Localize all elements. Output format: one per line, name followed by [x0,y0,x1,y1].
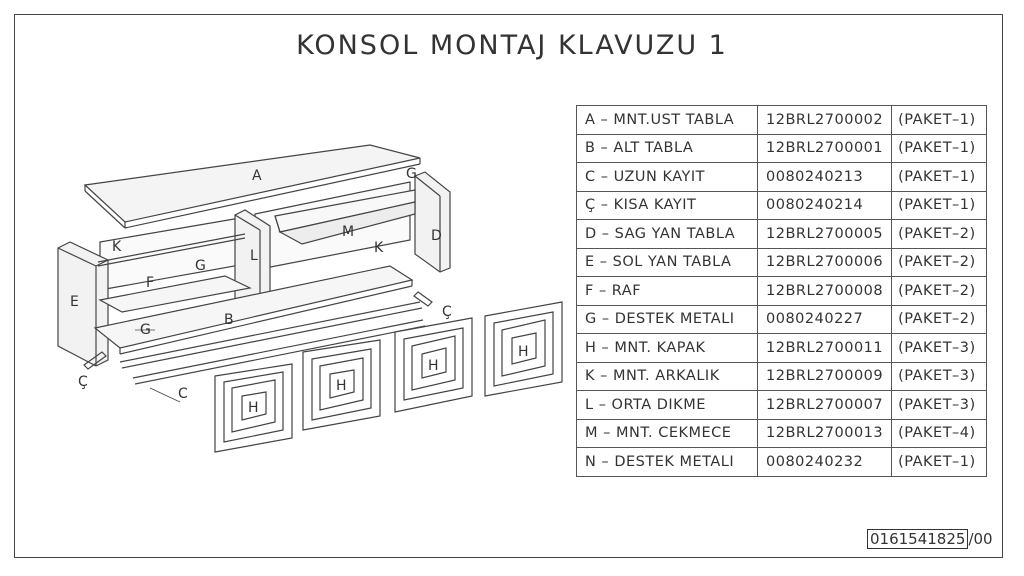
part-code: 12BRL2700001 [756,133,893,163]
label-k-right: K [374,240,384,256]
document-number-code: 0161541825 [867,529,969,549]
label-f: F [146,275,154,291]
label-g-top: G [195,258,206,274]
part-code: 12BRL2700006 [756,247,893,277]
label-e: E [70,294,79,310]
part-name: Ç – KISA KAYIT [576,190,758,220]
long-rail-c-1 [119,301,421,363]
document-revision: /00 [968,530,993,548]
door-panel-h-1 [214,363,293,453]
part-package: (PAKET–2) [891,247,988,277]
part-name: L – ORTA DIKME [576,390,758,420]
label-g-right: G [406,166,417,182]
part-name: C – UZUN KAYIT [576,162,758,192]
part-code: 0080240214 [756,190,893,220]
part-name: E – SOL YAN TABLA [576,247,758,277]
label-h-2: H [336,378,347,394]
part-code: 0080240232 [756,447,893,477]
support-rail-g-top [97,233,246,263]
part-code: 12BRL2700009 [756,361,893,391]
part-package: (PAKET–1) [891,105,988,135]
part-name: M – MNT. CEKMECE [576,418,758,448]
door-panel-h-3 [394,317,473,413]
door-panel-h-4 [484,301,563,397]
label-h-1: H [248,400,259,416]
part-name: B – ALT TABLA [576,133,758,163]
label-h-4: H [518,344,529,360]
label-c: C [178,386,188,402]
part-package: (PAKET–4) [891,418,988,448]
side-panel-d [414,171,451,273]
side-panel-e [57,241,109,367]
page-title: KONSOL MONTAJ KLAVUZU 1 [296,30,728,61]
part-name: H – MNT. KAPAK [576,333,758,363]
short-rail-c-cedilla-left [83,351,107,370]
shelf-f [98,275,252,313]
part-code: 0080240213 [756,162,893,192]
label-g-bottom: G [140,322,151,338]
label-d: D [431,228,442,244]
drawing-sheet-border [14,14,1003,558]
part-package: (PAKET–1) [891,190,988,220]
part-package: (PAKET–2) [891,219,988,249]
label-b: B [224,312,234,328]
label-h-3: H [428,358,439,374]
label-m: M [342,224,354,240]
door-panel-h-2 [302,339,381,431]
part-name: K – MNT. ARKALIK [576,361,758,391]
part-code: 12BRL2700011 [756,333,893,363]
part-package: (PAKET–1) [891,162,988,192]
part-name: A – MNT.UST TABLA [576,105,758,135]
label-c-cedilla-left: Ç [78,374,88,390]
exploded-assembly-drawing: A K K G F L M D G E G B Ç Ç C H H H H [57,144,563,453]
part-code: 12BRL2700005 [756,219,893,249]
part-code: 12BRL2700007 [756,390,893,420]
part-name: N – DESTEK METALI [576,447,758,477]
part-name: G – DESTEK METALI [576,304,758,334]
part-code: 12BRL2700013 [756,418,893,448]
part-code: 12BRL2700002 [756,105,893,135]
short-rail-c-cedilla-right [413,291,433,307]
part-code: 0080240227 [756,304,893,334]
label-c-cedilla-right: Ç [442,304,452,320]
part-name: F – RAF [576,276,758,306]
label-l: L [250,248,258,264]
part-package: (PAKET–2) [891,304,988,334]
part-name: D – SAG YAN TABLA [576,219,758,249]
part-package: (PAKET–1) [891,447,988,477]
document-number: 0161541825/00 [867,529,993,549]
label-k-left: K [112,239,122,255]
part-package: (PAKET–3) [891,390,988,420]
label-a: A [252,168,262,184]
part-package: (PAKET–2) [891,276,988,306]
long-rail-c-2 [132,319,424,379]
part-code: 12BRL2700008 [756,276,893,306]
part-package: (PAKET–1) [891,133,988,163]
part-package: (PAKET–3) [891,333,988,363]
part-package: (PAKET–3) [891,361,988,391]
